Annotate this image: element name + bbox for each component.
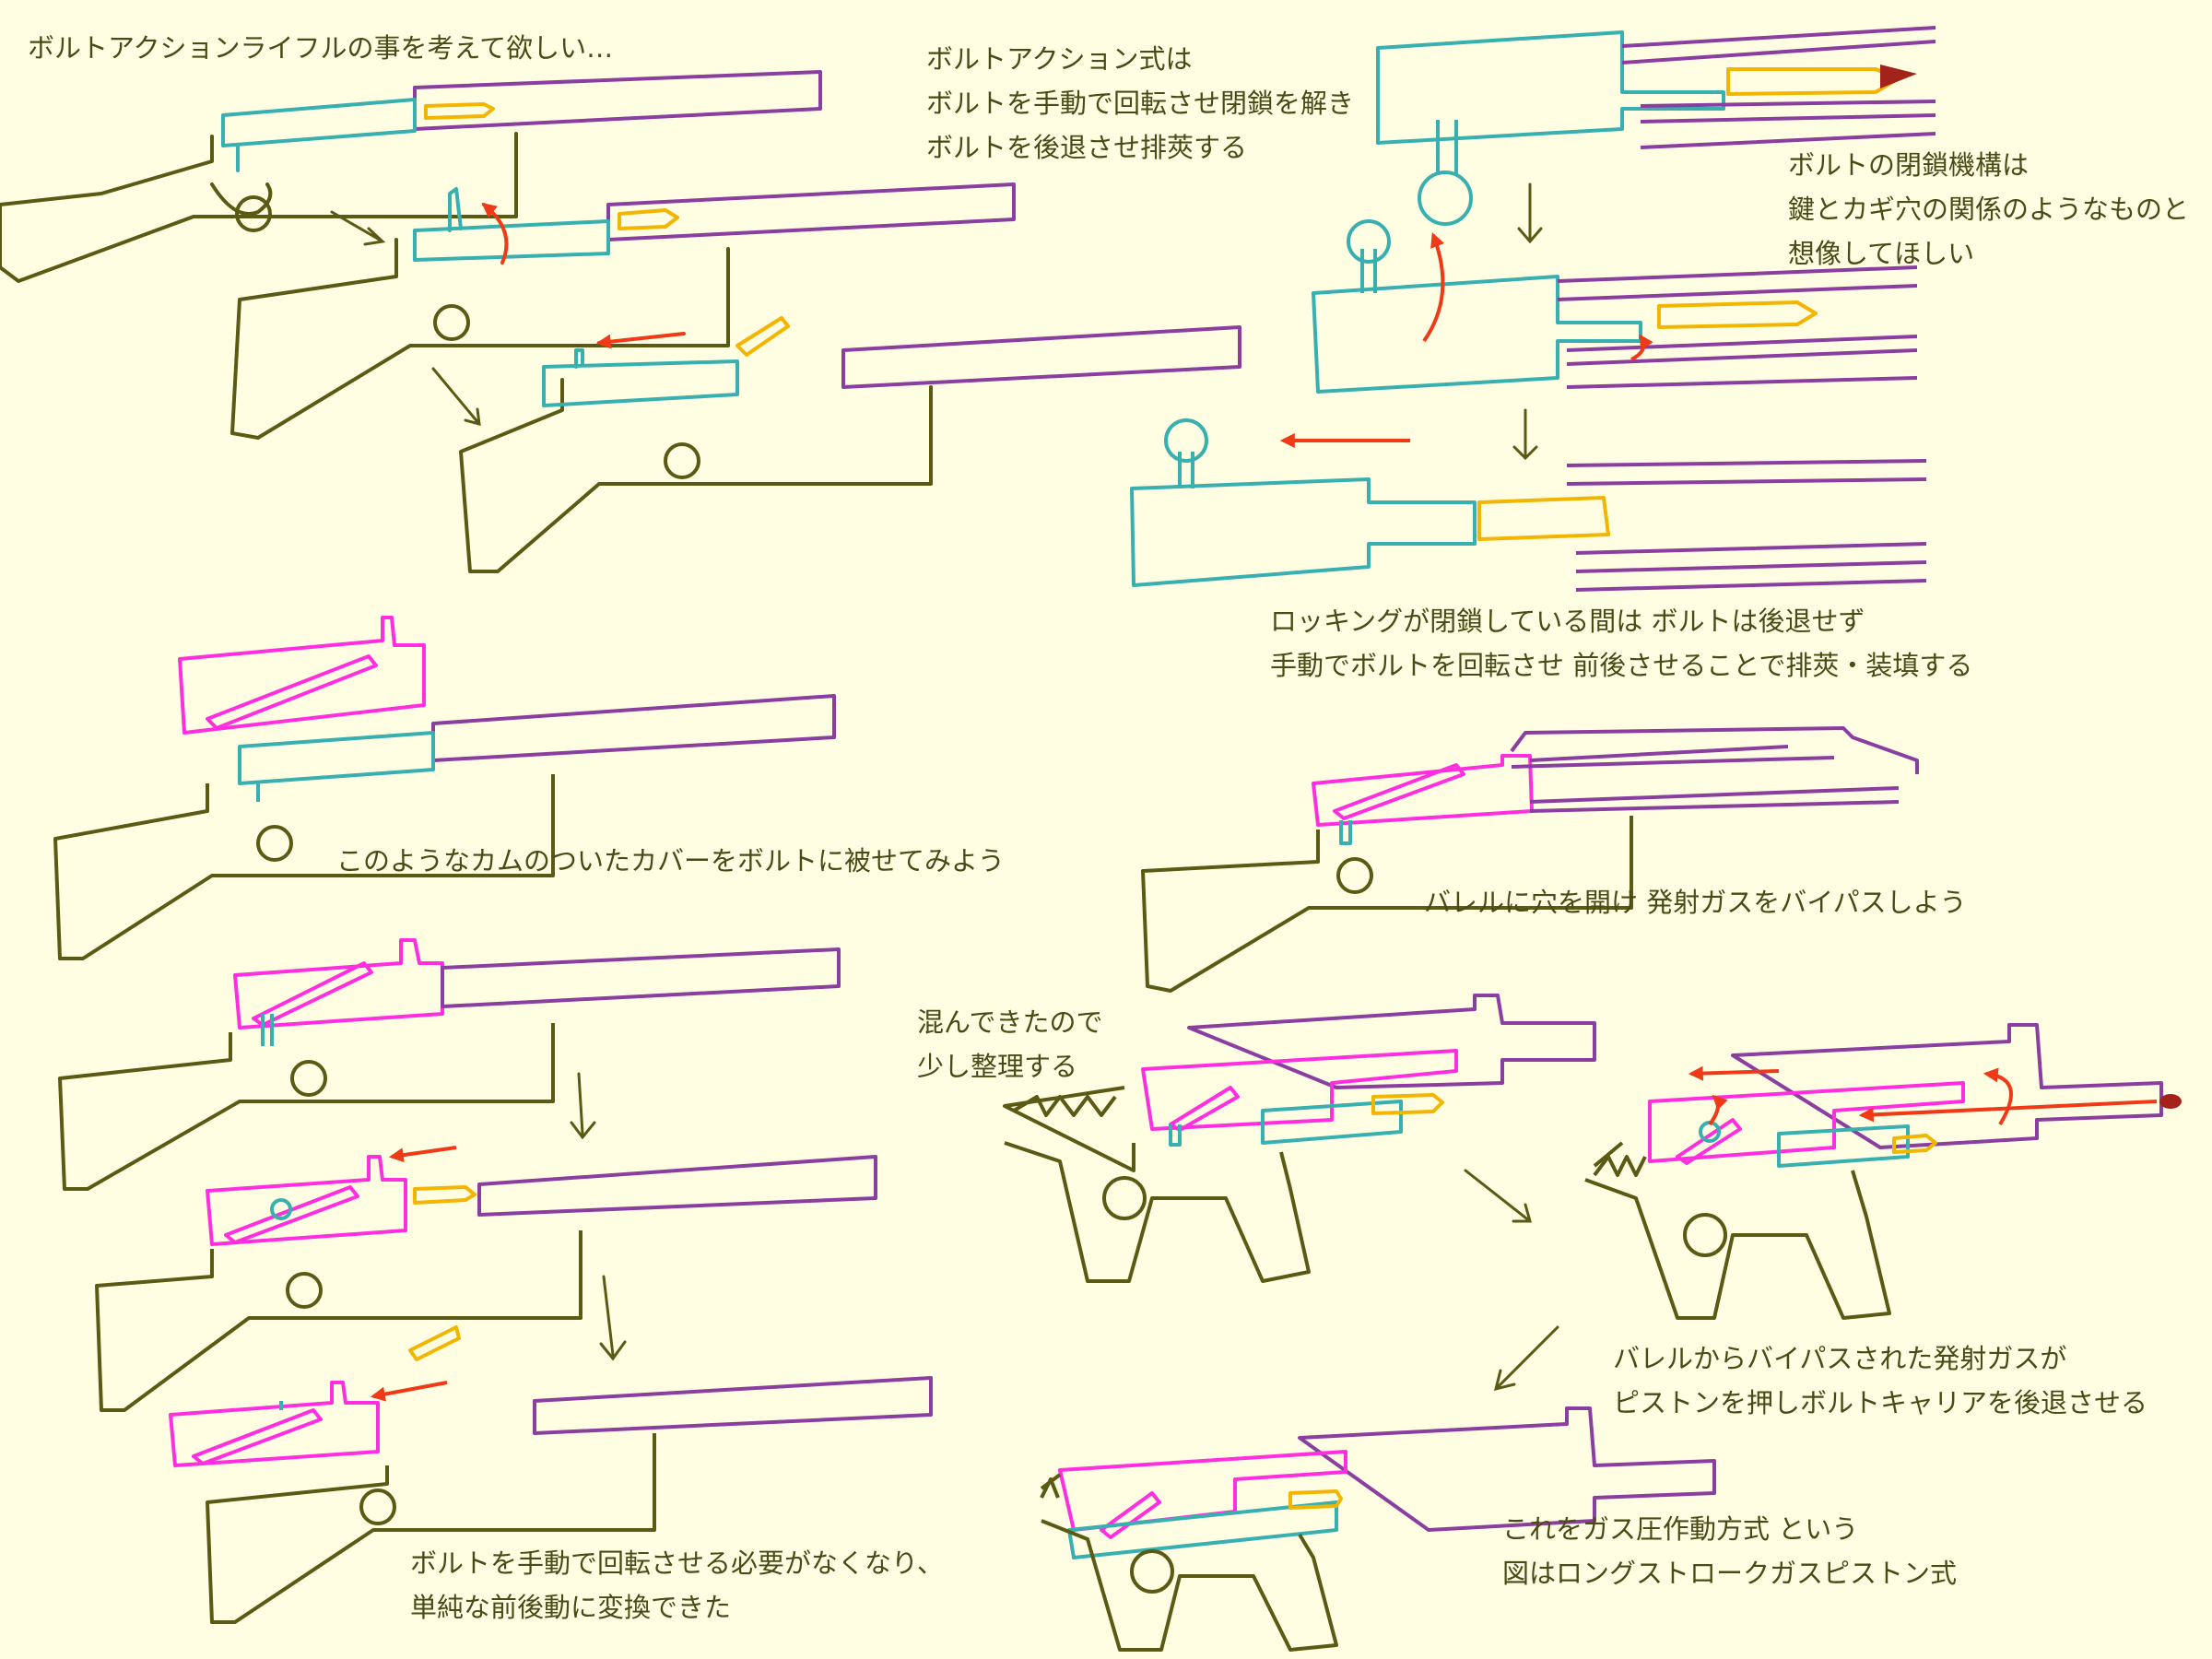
caption-line: ボルトの閉鎖機構は [1788, 149, 2030, 181]
caption-line: ボルトを後退させ排莢する [926, 132, 1248, 163]
cam-cover-step-3 [171, 1327, 931, 1622]
caption-line: バレルからバイパスされた発射ガスが [1613, 1343, 2067, 1374]
caption-line: ピストンを押しボルトキャリアを後退させる [1613, 1387, 2148, 1418]
caption-piston: バレルからバイパスされた発射ガスが ピストンを押しボルトキャリアを後退させる [1613, 1336, 2147, 1425]
caption-line: 少し整理する [917, 1051, 1078, 1082]
caption-line: ボルトを手動で回転させ閉鎖を解き [926, 88, 1355, 119]
caption-line: ボルトアクションライフルの事を考えて欲しい… [28, 32, 614, 64]
caption-intro: ボルトアクションライフルの事を考えて欲しい… [28, 26, 613, 70]
caption-result: ボルトを手動で回転させる必要がなくなり、 単純な前後動に変換できた [410, 1541, 944, 1630]
rifle-step-2 [232, 184, 1014, 438]
cam-cover-step-2 [97, 1147, 876, 1410]
caption-cam-cover: このようなカムのついたカバーをボルトに被せてみよう [336, 839, 1005, 883]
caption-locking: ボルトの閉鎖機構は 鍵とカギ穴の関係のようなものと 想像してほしい [1788, 143, 2189, 276]
caption-line: ボルトアクション式は [926, 43, 1193, 75]
cam-cover-rifle [55, 618, 834, 959]
caption-bolt-action: ボルトアクション式は ボルトを手動で回転させ閉鎖を解き ボルトを後退させ排莢する [926, 37, 1354, 170]
gas-rifle-1 [1005, 995, 1594, 1281]
step-arrows-right [1514, 184, 1541, 458]
cam-cover-step-1 [60, 940, 839, 1189]
gas-port-rifle [1143, 728, 1917, 991]
rifle-step-1 [0, 72, 820, 281]
caption-line: このようなカムのついたカバーをボルトに被せてみよう [336, 845, 1006, 877]
caption-line: 手動でボルトを回転させ 前後させることで排莢・装填する [1270, 650, 1973, 681]
caption-line: 鍵とカギ穴の関係のようなものと [1788, 194, 2190, 225]
locking-diagram-2 [1313, 221, 1917, 392]
step-arrows-gas [1465, 1171, 1558, 1389]
locking-diagram-1 [1378, 28, 1936, 224]
locking-diagram-3 [1132, 420, 1926, 590]
caption-conclusion: これをガス圧作動方式 という 図はロングストロークガスピストン式 [1502, 1507, 1957, 1595]
caption-line: ロッキングが閉鎖している間は ボルトは後退せず [1270, 606, 1865, 637]
caption-reorganize: 混んできたので 少し整理する [917, 1000, 1103, 1088]
caption-line: 想像してほしい [1788, 238, 1975, 269]
caption-cycle: ロッキングが閉鎖している間は ボルトは後退せず 手動でボルトを回転させ 前後させ… [1270, 599, 1972, 688]
gas-rifle-3 [1041, 1408, 1714, 1650]
step-arrows-cover [571, 1074, 625, 1359]
caption-line: 混んできたので [917, 1006, 1103, 1038]
caption-line: 図はロングストロークガスピストン式 [1502, 1558, 1958, 1589]
gas-rifle-2 [1585, 1025, 2182, 1318]
caption-line: これをガス圧作動方式 という [1502, 1513, 1859, 1545]
caption-line: ボルトを手動で回転させる必要がなくなり、 [410, 1547, 944, 1579]
caption-line: 単純な前後動に変換できた [410, 1592, 732, 1623]
caption-line: バレルに穴を開け 発射ガスをバイパスしよう [1424, 887, 1967, 918]
rifle-step-3 [461, 318, 1240, 571]
step-arrows-left [332, 212, 479, 424]
caption-gas-port: バレルに穴を開け 発射ガスをバイパスしよう [1424, 880, 1967, 924]
